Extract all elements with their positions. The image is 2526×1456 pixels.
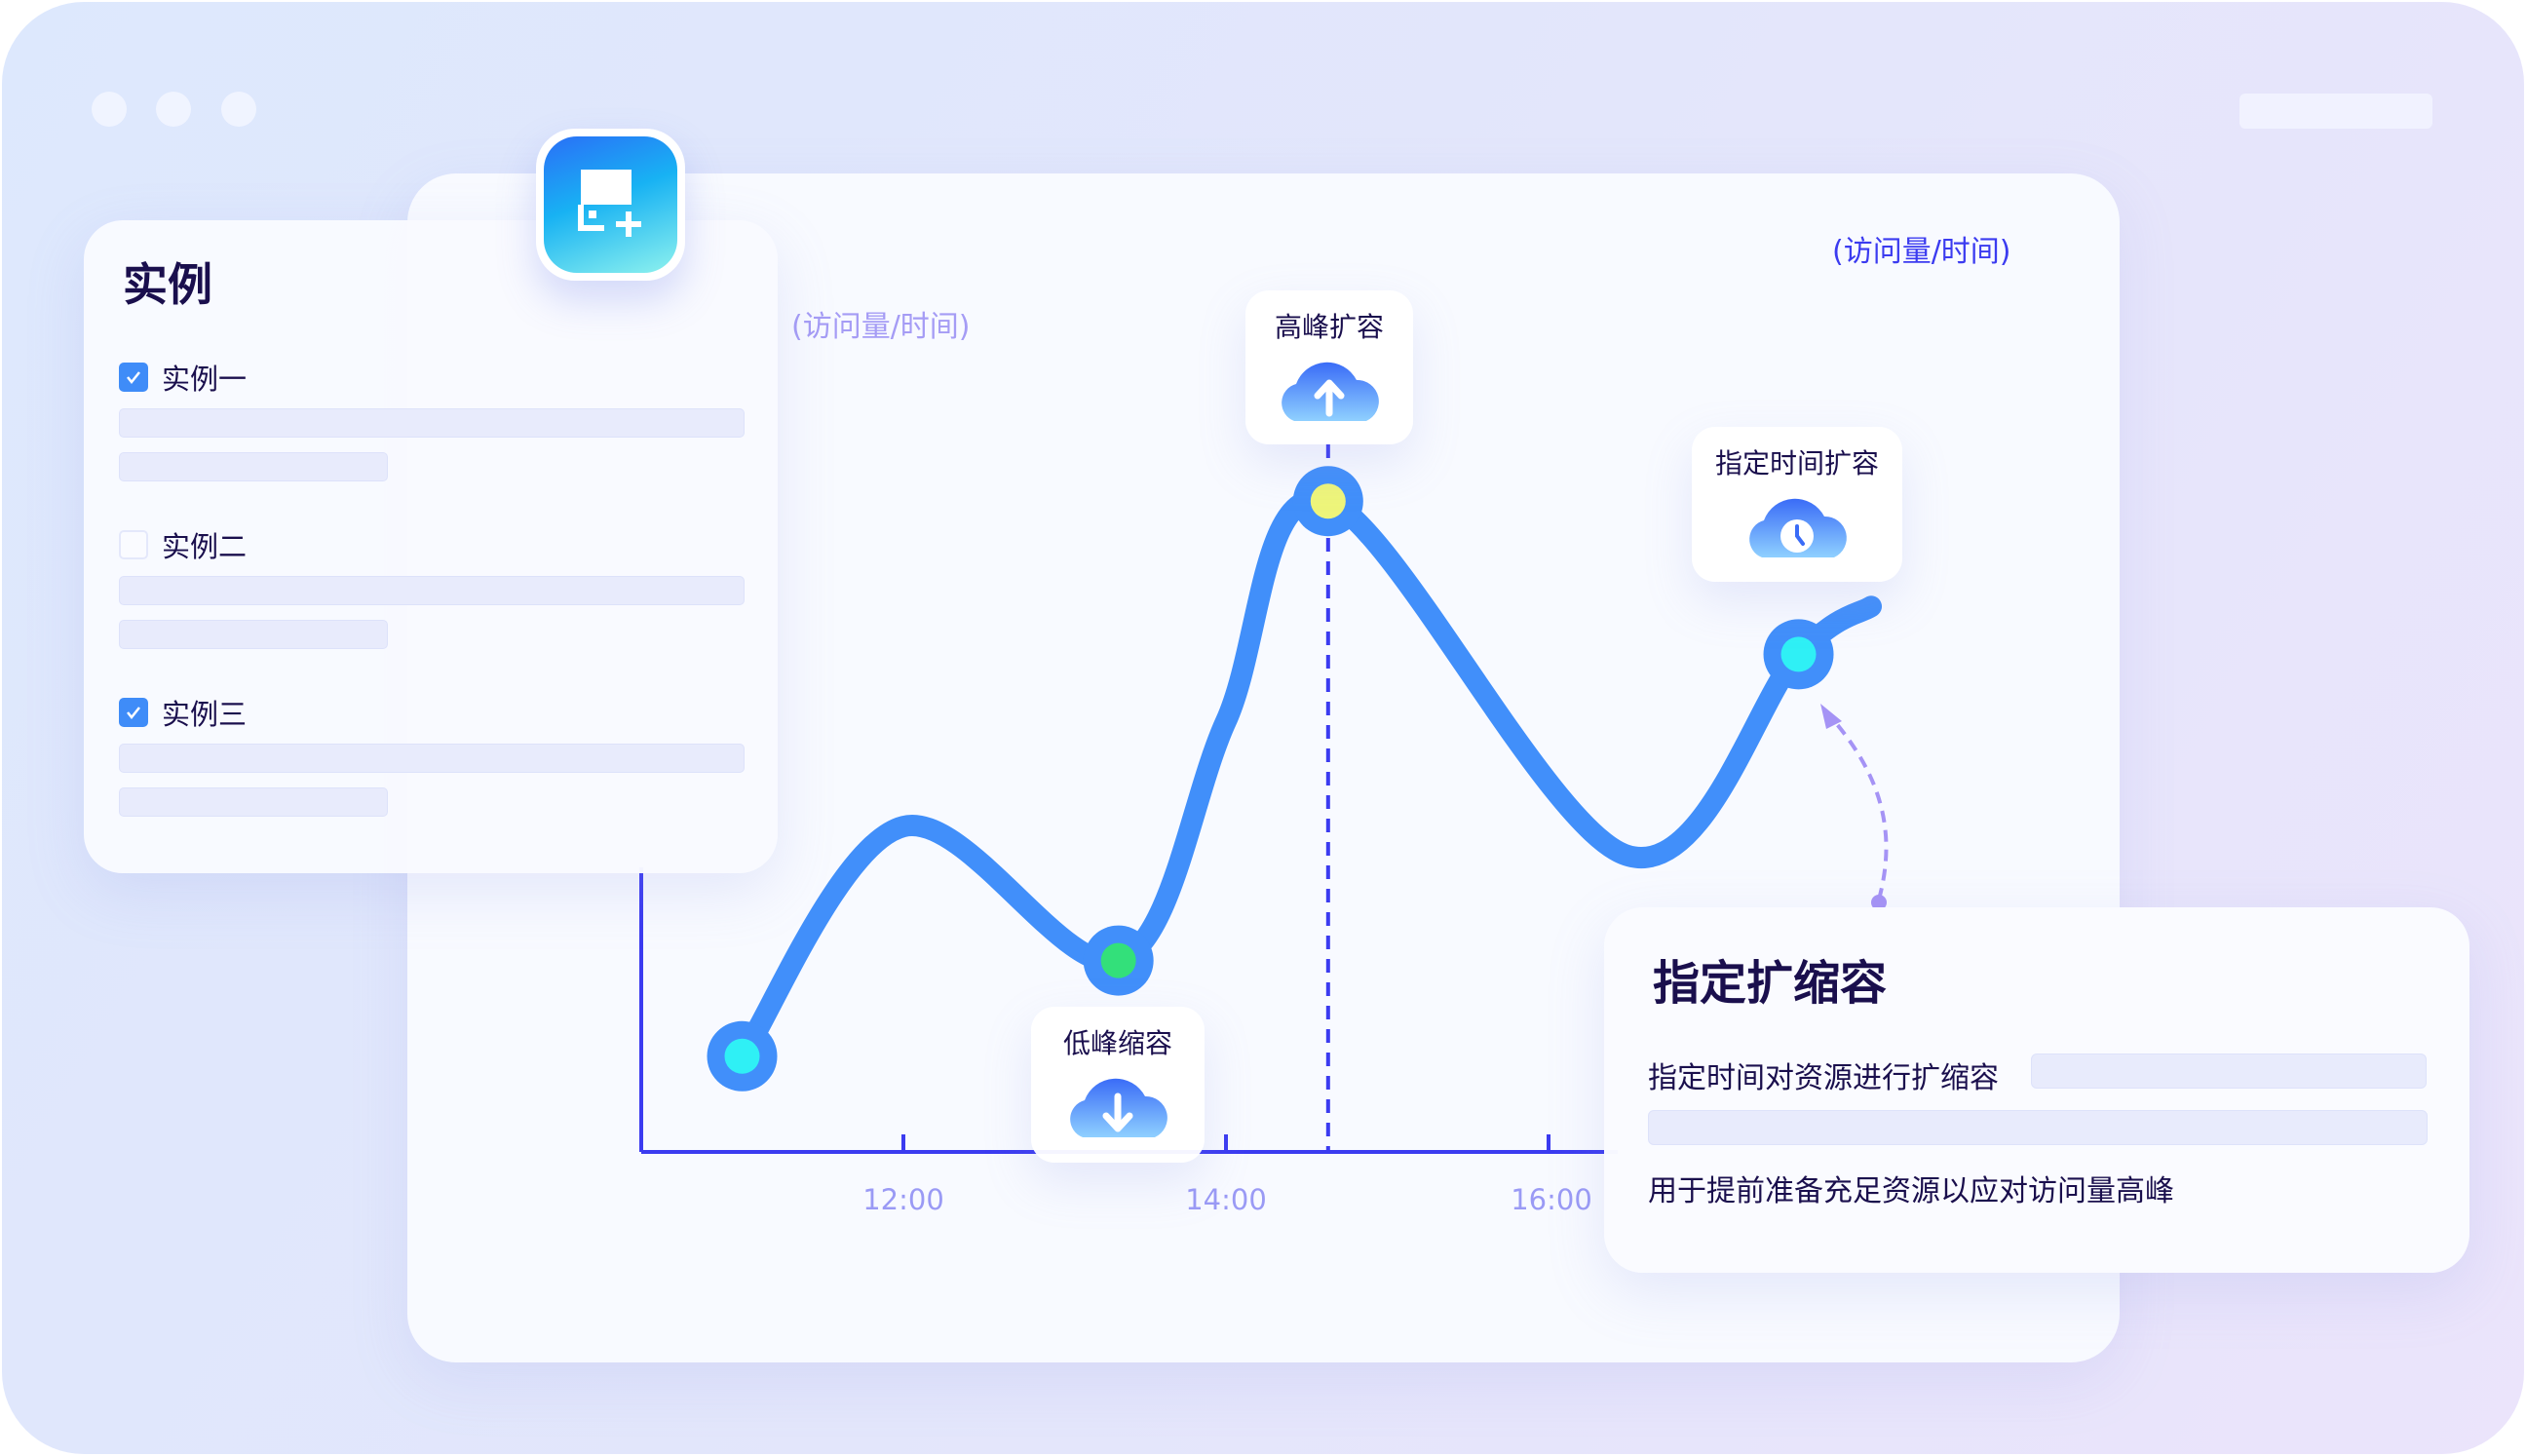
arrow-anchor-dot: [1871, 895, 1887, 910]
add-instance-icon: [578, 170, 641, 237]
cloud-upload-icon: [1282, 362, 1379, 421]
instance-checkbox-1[interactable]: 实例一: [119, 357, 247, 398]
traffic-curve: [731, 488, 1882, 1067]
cloud-download-icon: [1070, 1078, 1167, 1137]
instance-label: 实例三: [162, 698, 248, 731]
check-icon: [127, 371, 140, 385]
placeholder-bar: [119, 744, 745, 773]
placeholder-bar: [2031, 1054, 2427, 1089]
callout-label: 低峰缩容: [1062, 1027, 1172, 1059]
callout-scheduled-scale-up: 指定时间扩容: [1692, 427, 1902, 582]
card-line-2: 用于提前准备充足资源以应对访问量高峰: [1648, 1174, 2174, 1208]
window-dot-close[interactable]: [92, 92, 127, 127]
card-title: 指定扩缩容: [1653, 956, 1888, 1011]
placeholder-bar: [119, 620, 388, 649]
arrow-head-icon: [1820, 704, 1842, 729]
callout-label: 高峰扩容: [1274, 311, 1384, 343]
checkbox-unchecked[interactable]: [119, 530, 148, 559]
checkbox-checked[interactable]: [119, 363, 148, 392]
annotation-dashed-arrow: [1828, 714, 1889, 900]
instances-panel: 实例 实例一 实例二 实例三: [84, 220, 778, 873]
data-point-marker-center: [1310, 483, 1346, 519]
window-dot-maximize[interactable]: [221, 92, 256, 127]
instances-title: 实例: [123, 258, 212, 311]
placeholder-bar: [119, 408, 745, 438]
check-icon: [127, 707, 140, 720]
instance-label: 实例一: [162, 363, 248, 396]
scheduled-scaling-card: 指定扩缩容 指定时间对资源进行扩缩容 用于提前准备充足资源以应对访问量高峰: [1604, 907, 2469, 1273]
instance-checkbox-3[interactable]: 实例三: [119, 692, 247, 733]
instance-checkbox-2[interactable]: 实例二: [119, 524, 247, 565]
top-bar-placeholder: [2239, 94, 2432, 129]
y-axis-label: (访问量/时间): [1832, 235, 2011, 269]
callout-trough-scale-down: 低峰缩容: [1031, 1007, 1205, 1163]
cloud-clock-icon: [1749, 498, 1847, 557]
window-dot-minimize[interactable]: [156, 92, 191, 127]
data-point-marker-center: [1100, 942, 1136, 978]
placeholder-bar: [119, 576, 745, 605]
instance-label: 实例二: [162, 530, 248, 563]
placeholder-bar: [119, 787, 388, 817]
app-icon[interactable]: [536, 129, 685, 281]
checkbox-checked[interactable]: [119, 698, 148, 727]
placeholder-bar: [119, 452, 388, 481]
data-point-marker-center: [724, 1038, 760, 1074]
x-tick-label: 16:00: [1511, 1183, 1592, 1216]
y-axis-label-back: (访问量/时间): [791, 310, 971, 344]
placeholder-bar: [1648, 1110, 2428, 1145]
callout-peak-scale-up: 高峰扩容: [1245, 290, 1413, 444]
x-tick-label: 12:00: [862, 1183, 944, 1216]
card-line-1: 指定时间对资源进行扩缩容: [1648, 1061, 1999, 1095]
data-point-marker-center: [1780, 636, 1817, 672]
x-tick-label: 14:00: [1185, 1183, 1267, 1216]
callout-label: 指定时间扩容: [1714, 447, 1879, 479]
